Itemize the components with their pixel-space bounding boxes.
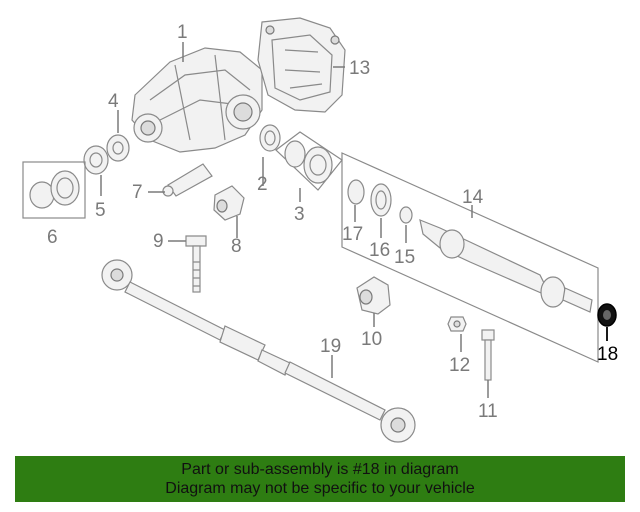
seal-ring-2 [259, 124, 281, 152]
callout-3: 3 [294, 204, 305, 225]
callout-4: 4 [108, 91, 119, 112]
banner-line-2: Diagram may not be specific to your vehi… [165, 480, 475, 497]
callout-1: 1 [177, 22, 188, 43]
axle-shaft-kit-14 [341, 152, 599, 363]
callout-19: 19 [320, 336, 341, 357]
bolt-11 [481, 329, 495, 381]
callout-14: 14 [462, 187, 484, 208]
seal-4 [106, 134, 130, 162]
callout-8: 8 [231, 236, 242, 257]
drive-shaft-19 [101, 259, 416, 443]
bearing-kit-3 [275, 131, 343, 191]
callout-5: 5 [95, 200, 106, 221]
info-banner: Part or sub-assembly is #18 in diagram D… [15, 456, 625, 502]
bolt-9 [185, 235, 207, 293]
banner-line-1: Part or sub-assembly is #18 in diagram [181, 461, 459, 478]
lubricant-tube-7 [162, 163, 213, 197]
callout-18: 18 [597, 344, 618, 365]
callout-16: 16 [369, 240, 390, 261]
callout-10: 10 [361, 329, 382, 350]
callout-7: 7 [132, 182, 143, 203]
bushing-8 [213, 185, 245, 221]
cap-18-highlighted [597, 303, 617, 327]
nut-12 [447, 316, 467, 332]
seal-set-6 [22, 161, 86, 219]
differential-housing [131, 47, 263, 153]
callout-13: 13 [349, 58, 370, 79]
callout-6: 6 [47, 227, 58, 248]
callout-15: 15 [394, 247, 415, 268]
seal-5 [83, 145, 109, 175]
callout-labels: 1 2 3 4 5 6 7 8 9 10 11 12 13 14 15 16 1… [47, 22, 618, 422]
callout-17: 17 [342, 224, 363, 245]
callout-2: 2 [257, 174, 268, 195]
leader-lines [100, 42, 608, 398]
bushing-10 [356, 276, 391, 315]
parts-diagram: 1 2 3 4 5 6 7 8 9 10 11 12 13 14 15 16 1… [22, 17, 618, 443]
callout-11: 11 [478, 401, 498, 422]
callout-12: 12 [449, 355, 470, 376]
callout-9: 9 [153, 231, 164, 252]
differential-cover [257, 17, 346, 113]
